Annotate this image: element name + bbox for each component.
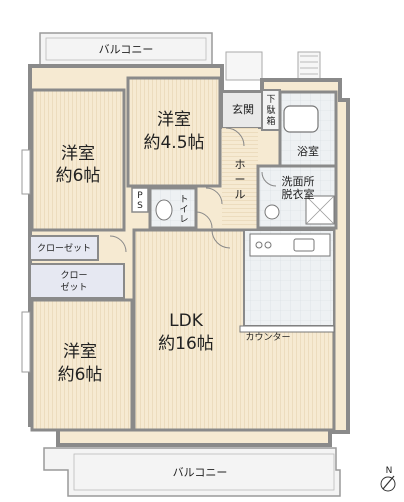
western-room-top-left [30, 88, 126, 232]
ldk-name: LDK [169, 311, 204, 331]
closet-1-area [29, 235, 99, 261]
western-room-top-left-size: 約6帖 [56, 166, 101, 186]
western-room-45-name: 洋室 [157, 110, 191, 130]
washroom-label-2: 脱衣室 [282, 187, 315, 201]
balcony-top-label: バルコニー [99, 43, 154, 56]
shoe-storage-label-2: 駄 [266, 104, 275, 116]
compass-label: N [386, 466, 393, 476]
balcony-bottom-label: バルコニー [173, 466, 228, 479]
washroom-label-1: 洗面所 [282, 175, 315, 188]
toilet-bowl [155, 199, 173, 221]
closet-2-label-2: ゼット [60, 281, 87, 293]
entrance-area [221, 91, 263, 129]
wash-basin [264, 204, 280, 220]
ps-label-1: P [137, 191, 143, 201]
door-swings [109, 127, 277, 253]
toilet-label-3: レ [179, 215, 188, 225]
toilet-area [148, 186, 198, 230]
ldk-size: 約16帖 [158, 334, 214, 354]
bottom-balcony: バルコニー [43, 447, 341, 497]
shoe-storage-label-1: 下 [266, 95, 275, 105]
western-room-bottom-left-name: 洋室 [63, 342, 97, 362]
windows-left [21, 149, 31, 373]
western-room-bottom-left-size: 約6帖 [58, 365, 103, 385]
closet-2-area [29, 263, 125, 299]
shoe-storage-label-3: 箱 [266, 115, 275, 127]
toilet-label-2: イ [179, 205, 188, 215]
entrance-label: 玄関 [232, 102, 254, 116]
hall-label-3: ル [235, 188, 246, 201]
closet-2-label-1: クロー [60, 270, 87, 281]
western-room-45-size: 約4.5帖 [143, 133, 204, 153]
closet-1-label: クローゼット [37, 242, 91, 254]
compass-icon: N [380, 466, 396, 492]
hall-area [222, 128, 258, 228]
pipe-space [131, 187, 149, 213]
bathtub [283, 105, 319, 133]
hall-label-2: ー [235, 173, 246, 186]
bath-label: 浴室 [297, 144, 319, 158]
ps-label-2: S [137, 201, 143, 211]
western-room-bottom-left [30, 298, 134, 432]
counter-label: カウンター [245, 332, 290, 343]
toilet-label-1: ト [179, 195, 188, 205]
top-balcony: バルコニー [39, 32, 213, 66]
western-room-top-left-name: 洋室 [61, 144, 95, 164]
hall-label-1: ホ [235, 158, 246, 171]
counter-top [239, 325, 335, 333]
western-room-45 [126, 76, 222, 188]
